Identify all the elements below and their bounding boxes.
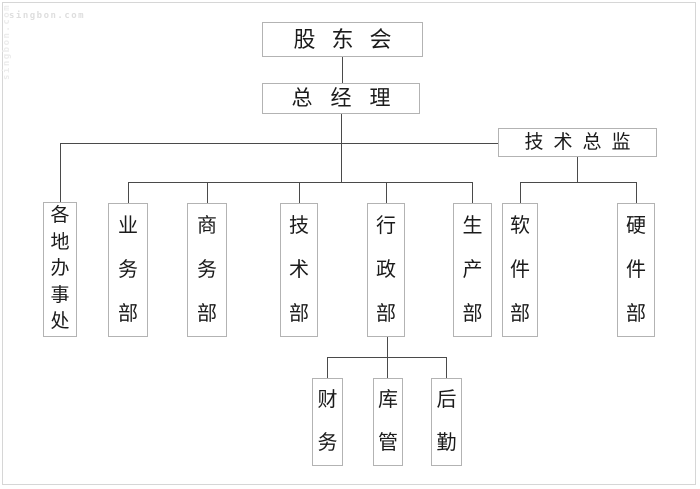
node-technology-dept: 技 术 部 [280,203,318,337]
connector-shareholders-gm [342,57,343,83]
connector-software-drop [520,182,521,203]
node-production-dept: 生 产 部 [453,203,492,337]
connector-hardware-drop [636,182,637,203]
node-admin-dept: 行 政 部 [367,203,405,337]
connector-right-rail [520,182,637,183]
connector-top-rail [60,143,498,144]
node-general-manager: 总经理 [262,83,420,114]
node-offices: 各 地 办 事 处 [43,202,77,337]
connector-mid-rail [128,182,473,183]
node-commerce-dept: 商 务 部 [187,203,227,337]
node-business-dept: 业 务 部 [108,203,148,337]
connector-technology-drop [299,182,300,203]
node-software-dept: 软 件 部 [502,203,538,337]
connector-sub-rail [327,357,447,358]
connector-offices-drop [60,143,61,202]
connector-gm-stem [341,114,342,182]
connector-admin-drop [386,182,387,203]
connector-finance-drop [327,357,328,378]
watermark-top-left: singbon.com [9,11,86,21]
connector-production-drop [472,182,473,203]
connector-techdir-stem [577,157,578,182]
connector-commerce-drop [207,182,208,203]
node-warehouse: 库 管 [373,378,403,466]
node-shareholders: 股东会 [262,22,423,57]
connector-business-drop [128,182,129,203]
node-hardware-dept: 硬 件 部 [617,203,655,337]
node-tech-director: 技术总监 [498,128,657,157]
watermark-left-vertical: singbon.com [2,3,12,80]
node-finance: 财 务 [312,378,343,466]
connector-logistics-drop [446,357,447,378]
node-logistics: 后 勤 [431,378,462,466]
canvas-border [2,2,696,485]
